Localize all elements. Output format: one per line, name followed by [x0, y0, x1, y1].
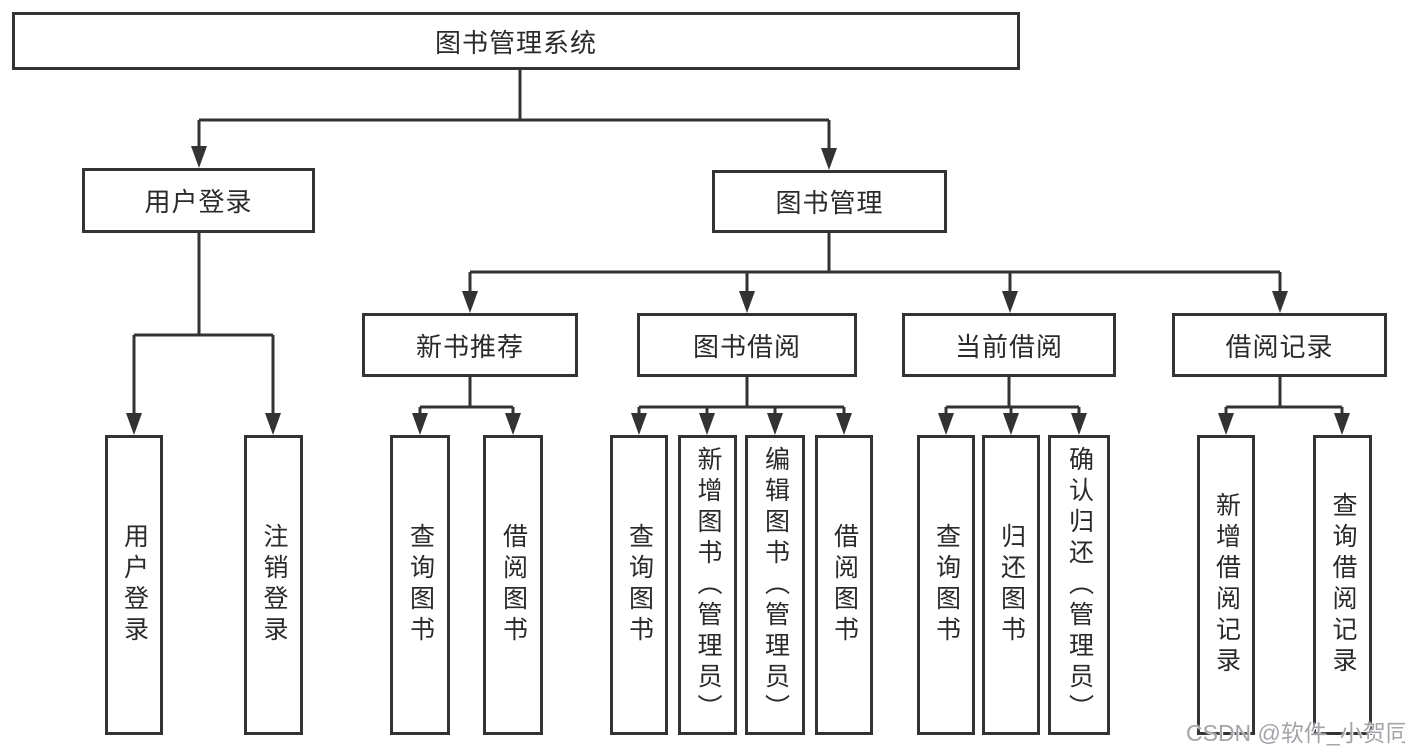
leaf-br-query-record: 查询借阅记录: [1313, 435, 1372, 735]
node-book-management: 图书管理: [712, 170, 947, 233]
leaf-user-login: 用户登录: [105, 435, 163, 735]
node-new-book-recommend: 新书推荐: [362, 313, 578, 377]
leaf-cb-confirm-return-admin: 确认归还（管理员）: [1048, 435, 1110, 735]
leaf-bb-add-books-admin: 新增图书（管理员）: [678, 435, 737, 735]
leaf-bb-query-books: 查询图书: [610, 435, 668, 735]
node-library-system: 图书管理系统: [12, 12, 1020, 70]
node-borrowing-records: 借阅记录: [1172, 313, 1387, 377]
leaf-br-add-record: 新增借阅记录: [1197, 435, 1255, 735]
leaf-nbr-query-books: 查询图书: [390, 435, 450, 735]
node-book-borrowing: 图书借阅: [637, 313, 857, 377]
node-current-borrowing: 当前借阅: [902, 313, 1116, 377]
leaf-cb-return-books: 归还图书: [982, 435, 1040, 735]
leaf-logout-login: 注销登录: [244, 435, 303, 735]
node-user-login: 用户登录: [82, 168, 315, 233]
leaf-bb-edit-books-admin: 编辑图书（管理员）: [745, 435, 805, 735]
leaf-bb-borrow-books: 借阅图书: [815, 435, 873, 735]
leaf-cb-query-books: 查询图书: [917, 435, 975, 735]
leaf-nbr-borrow-books: 借阅图书: [483, 435, 543, 735]
csdn-watermark: CSDN @软件_小贺同学: [1186, 720, 1405, 746]
